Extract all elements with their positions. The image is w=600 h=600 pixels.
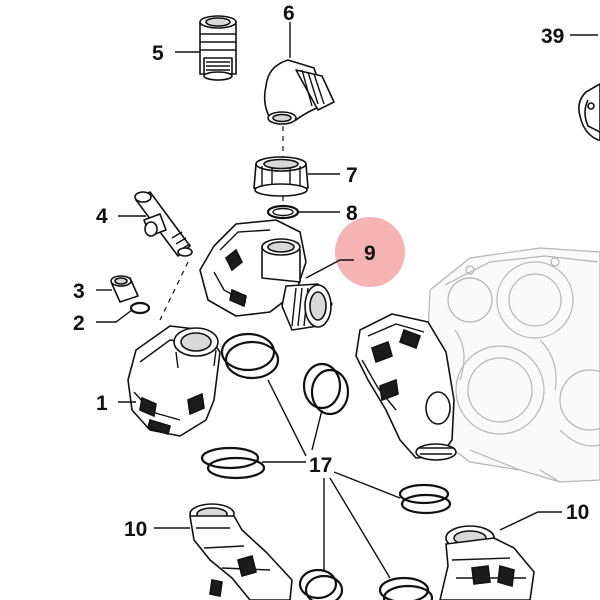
pump-body-ghost (424, 247, 600, 483)
part-39-cover (578, 83, 600, 141)
part-9-tee-manifold (199, 219, 333, 331)
part-5-nipple (199, 15, 237, 81)
part-9-highlight (335, 217, 405, 287)
callout-1: 1 (96, 392, 108, 415)
part-7-nut (253, 156, 309, 197)
callout-6: 6 (283, 2, 295, 25)
part-6-elbow (263, 59, 335, 125)
callout-9: 9 (364, 242, 376, 265)
part-10-bottom-right (439, 525, 535, 600)
part-3-plug (110, 275, 139, 303)
callout-3: 3 (73, 280, 85, 303)
callout-7: 7 (346, 164, 358, 187)
callout-4: 4 (96, 205, 108, 228)
part-1-valve-housing (127, 325, 221, 437)
part-4-valve (134, 191, 193, 257)
callout-17: 17 (309, 454, 332, 477)
part-10-bottom-left (189, 503, 293, 600)
callout-10-left: 10 (124, 518, 147, 541)
callout-2: 2 (73, 312, 85, 335)
callout-10-right: 10 (566, 501, 589, 524)
part-2-o-ring (129, 301, 151, 315)
callout-5: 5 (152, 42, 164, 65)
callout-39: 39 (541, 25, 564, 48)
valve-assembly-center (355, 313, 457, 461)
part-17-o-rings (200, 332, 452, 600)
part-8-o-ring (266, 204, 300, 220)
callout-8: 8 (346, 202, 358, 225)
